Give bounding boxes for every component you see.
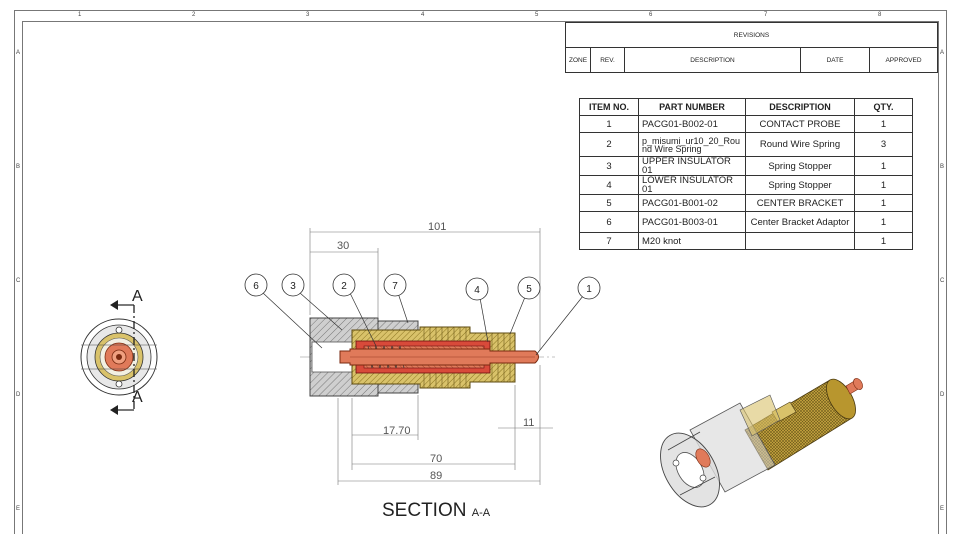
revisions-title: REVISIONS [565,22,938,48]
table-row: 3 UPPER INSULATOR 01 Spring Stopper 1 [579,156,913,176]
frame-top [14,10,946,11]
balloon-7: 7 [383,273,409,324]
balloon-7-label: 7 [392,281,398,292]
zone-d-left: D [16,392,21,398]
cut-label-bottom: A [132,389,143,406]
zone-b-right: B [940,164,945,170]
balloon-5: 5 [509,276,541,335]
zone-7: 7 [764,12,768,18]
zone-5: 5 [535,12,539,18]
zone-a-right: A [940,50,945,56]
balloon-5-label: 5 [526,284,532,295]
dim-30: 30 [337,240,349,252]
zone-4: 4 [421,12,425,18]
balloon-1-label: 1 [586,284,592,295]
zone-3: 3 [306,12,310,18]
isometric-view [660,378,863,508]
frame-right [946,10,947,534]
bom-item: 7 [579,232,639,250]
balloon-1: 1 [535,276,601,356]
balloon-3-label: 3 [290,281,296,292]
dim-70: 70 [430,453,442,465]
zone-c-right: C [940,278,945,284]
rev-header-date: DATE [800,47,870,73]
bom-part: M20 knot [638,232,746,250]
end-view [80,300,158,415]
dimension-lines [309,228,553,485]
table-row: 7 M20 knot 1 [579,232,913,250]
section-title: SECTION A-A [382,500,490,522]
zone-6: 6 [649,12,653,18]
section-view [300,317,555,397]
table-row: 5 PACG01-B001-02 CENTER BRACKET 1 [579,194,913,212]
balloon-2: 2 [332,273,377,347]
zone-d-right: D [940,392,945,398]
bill-of-materials: ITEM NO. PART NUMBER DESCRIPTION QTY. 1 … [579,98,913,250]
cut-label-top: A [132,288,143,305]
dim-89: 89 [430,470,442,482]
frame-inner-right [938,21,939,534]
frame-left [14,10,15,534]
rev-header-approved: APPROVED [869,47,938,73]
balloon-6: 6 [244,273,323,349]
dim-17-70: 17.70 [383,425,411,437]
dim-11: 11 [523,417,534,429]
balloon-3: 3 [281,273,343,331]
rev-header-rev: REV. [590,47,625,73]
balloon-6-label: 6 [253,281,259,292]
revisions-table: REVISIONS ZONE REV. DESCRIPTION DATE APP… [565,22,938,73]
zone-8: 8 [878,12,882,18]
section-title-main: SECTION [382,500,467,521]
frame-inner-left [22,21,23,534]
zone-c-left: C [16,278,21,284]
balloon-2-label: 2 [341,281,347,292]
zone-a-left: A [16,50,21,56]
zone-b-left: B [16,164,21,170]
section-title-sub: A-A [471,507,491,519]
zone-1: 1 [78,12,82,18]
rev-header-description: DESCRIPTION [624,47,801,73]
bom-qty: 1 [854,232,913,250]
dim-101: 101 [428,221,446,233]
zone-e-right: E [940,506,945,512]
frame-inner-top [22,21,938,22]
zone-e-left: E [16,506,21,512]
balloon-4-label: 4 [474,285,480,296]
balloon-4: 4 [465,277,489,343]
zone-2: 2 [192,12,196,18]
